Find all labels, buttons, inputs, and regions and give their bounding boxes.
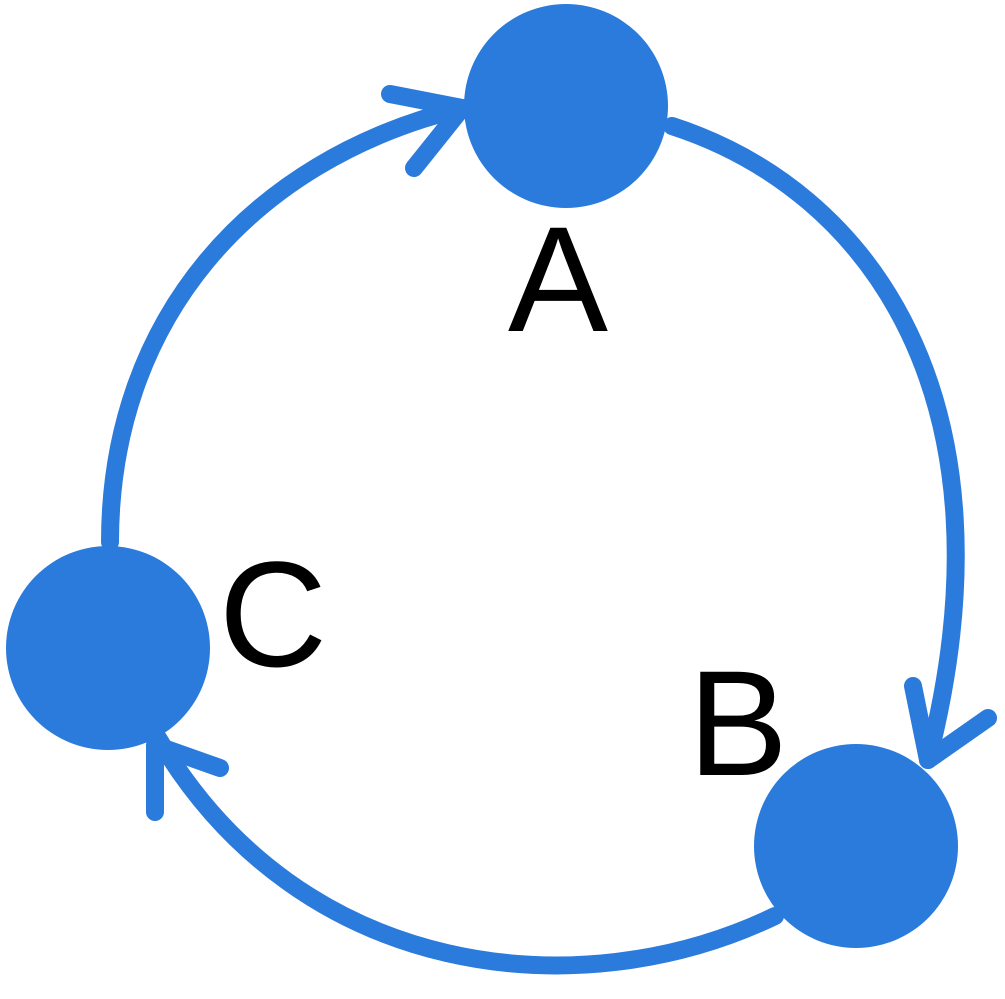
node-b (754, 744, 958, 948)
node-a (464, 4, 668, 208)
node-c-label: C (219, 530, 327, 698)
edge-a-to-b (663, 117, 965, 769)
edge-b-to-c (149, 729, 784, 975)
arrowhead-at-c (146, 736, 229, 821)
node-a-label: A (508, 195, 608, 363)
node-c (6, 546, 210, 750)
arrowhead-at-b (904, 677, 997, 769)
arrowhead-at-a (381, 85, 471, 177)
edge-c-to-a (101, 99, 471, 551)
node-b-label: B (688, 639, 788, 807)
